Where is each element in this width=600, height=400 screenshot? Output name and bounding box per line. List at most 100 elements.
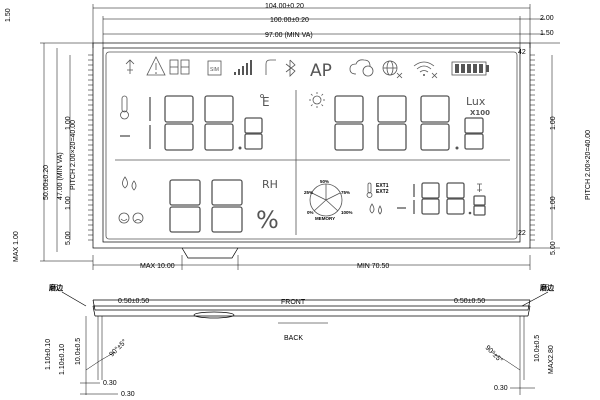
edge-grinding-left: 磨边: [49, 283, 64, 292]
dim-side-right-2: MAX2.80: [548, 345, 555, 374]
percent-label: %: [256, 206, 279, 234]
dim-bottom-left-030-b: 0.30: [121, 391, 135, 398]
dim-104: 104.00±0.20: [265, 3, 304, 10]
sun-icon: [309, 92, 325, 108]
bottom-dimensions: MAX 10.00 MIN 70.50: [92, 255, 531, 270]
dim-side-left-3: 10.0±0.5: [75, 338, 82, 365]
front-label: FRONT: [281, 299, 306, 306]
pin-number-top: 42: [518, 49, 526, 56]
digit-8-k: [473, 195, 486, 216]
water-drops-small-icon: [369, 203, 382, 215]
mem-100-label: 100%: [341, 210, 353, 215]
usb-icon: [125, 59, 135, 74]
dim-side-left-2: 1.10±0.10: [59, 344, 66, 375]
memory-gauge: [309, 183, 343, 217]
dim-pitch-left: PITCH 2.00×20=40.00: [70, 120, 77, 190]
digit-8-f: [464, 117, 484, 150]
ext2-label: EXT2: [376, 189, 389, 195]
back-label: BACK: [284, 335, 303, 342]
degree-icon: [260, 94, 264, 98]
dim-left-1-00-b: 1.00: [65, 196, 72, 210]
right-pins: [530, 54, 535, 241]
mem-75-label: 75%: [341, 190, 350, 195]
digit-8-a: [164, 95, 194, 151]
ap-label: AP: [310, 61, 332, 81]
digit-8-h: [211, 179, 243, 233]
hook-icon: [265, 59, 276, 75]
mem-50-label: 50%: [320, 179, 329, 184]
dim-2-00: 2.00: [540, 15, 554, 22]
dim-angle-left: 90°±5°: [108, 338, 129, 359]
digit-8-d: [377, 95, 407, 151]
right-dimensions: PITCH 2.00×20=40.00 1.00 1.00 5.00: [518, 42, 592, 255]
digit-8-g: [169, 179, 201, 233]
memory-section: 50% 25% 75% 0% 100% MEMORY EXT1 EXT2: [304, 179, 486, 221]
dim-side-left-1: 1.10±0.10: [45, 339, 52, 370]
dim-max-1: MAX 1.00: [13, 231, 20, 262]
bluetooth-icon: [285, 59, 296, 77]
unit-e-label: E: [262, 95, 270, 109]
dim-47: 47.00 (MIN VA): [57, 152, 64, 200]
dim-97: 97.00 (MIN VA): [265, 32, 313, 39]
dim-right-1-00-a: 1.00: [550, 116, 557, 130]
two-digit-small-icon: [169, 59, 190, 75]
dim-bottom-left-030-a: 0.30: [103, 380, 117, 387]
side-view: 磨边 磨边 FRONT BACK 0.50±0.50 0.50±0.50 1.1…: [45, 283, 555, 398]
dim-max-10: MAX 10.00: [140, 263, 175, 270]
signal-bars-icon: [234, 60, 252, 75]
dim-side-right-1: 10.0±0.5: [534, 335, 541, 362]
digit-8-j: [446, 182, 465, 215]
dim-front-right: 0.50±0.50: [454, 298, 485, 305]
dim-front-left: 0.50±0.50: [118, 298, 149, 305]
icon-row: SIM AP: [125, 56, 489, 81]
decimal-point-2: [455, 146, 459, 150]
lux-label: Lux: [466, 95, 486, 108]
digit-8-b: [204, 95, 234, 151]
humidity-section: RH %: [118, 176, 279, 234]
left-dimensions: 50.00±0.20 47.00 (MIN VA) PITCH 2.00×20=…: [13, 42, 93, 262]
digit-8-c: [334, 95, 364, 151]
digit-8-small: [244, 117, 263, 150]
mem-25-label: 25%: [304, 190, 313, 195]
battery-icon: [451, 61, 489, 76]
ext1-label: EXT1: [376, 183, 389, 189]
water-drops-icon: [122, 176, 137, 191]
dim-left-5-00: 5.00: [65, 231, 72, 245]
dim-50: 50.00±0.20: [43, 165, 50, 200]
dim-right-1-00-b: 1.00: [550, 196, 557, 210]
rh-label: RH: [262, 178, 278, 191]
dim-min-70: MIN 70.50: [357, 263, 389, 270]
smile-frown-icon: [118, 212, 144, 224]
temperature-section: E: [120, 94, 270, 151]
sim-card-icon: SIM: [207, 60, 222, 76]
dim-angle-right: 90°±5°: [484, 344, 505, 365]
decimal-point: [238, 146, 242, 150]
wifi-icon: [413, 61, 438, 79]
warning-icon: [146, 56, 166, 76]
light-section: Lux X100: [309, 92, 490, 151]
edge-grinding-right: 磨边: [540, 283, 555, 292]
cloud-clock-icon: [349, 59, 374, 77]
dim-right-5-00: 5.00: [550, 241, 557, 255]
digit-8-e: [420, 95, 450, 151]
sim-label: SIM: [210, 67, 219, 73]
dim-pitch-right: PITCH 2.00×20=40.00: [585, 130, 592, 200]
memory-label: MEMORY: [315, 216, 335, 221]
dim-1-50-right: 1.50: [540, 30, 554, 37]
lcd-outline: [92, 42, 531, 259]
thermometer-icon: [120, 95, 129, 120]
decimal-point-3: [468, 211, 472, 215]
dim-1-50-left: 1.50: [5, 8, 12, 22]
small-unit-icon: [477, 183, 482, 192]
dim-bottom-right-030: 0.30: [494, 385, 508, 392]
dim-100: 100.00±0.20: [270, 17, 309, 24]
thermometer-small-icon: [366, 182, 373, 198]
globe-icon: [382, 60, 403, 79]
top-dimensions: 104.00±0.20 100.00±0.20 97.00 (MIN VA) 2…: [5, 3, 554, 48]
mem-0-label: 0%: [307, 210, 314, 215]
x100-label: X100: [470, 109, 490, 117]
dim-left-1-00-a: 1.00: [65, 116, 72, 130]
digit-8-i: [421, 182, 440, 215]
left-pins: [88, 54, 93, 241]
